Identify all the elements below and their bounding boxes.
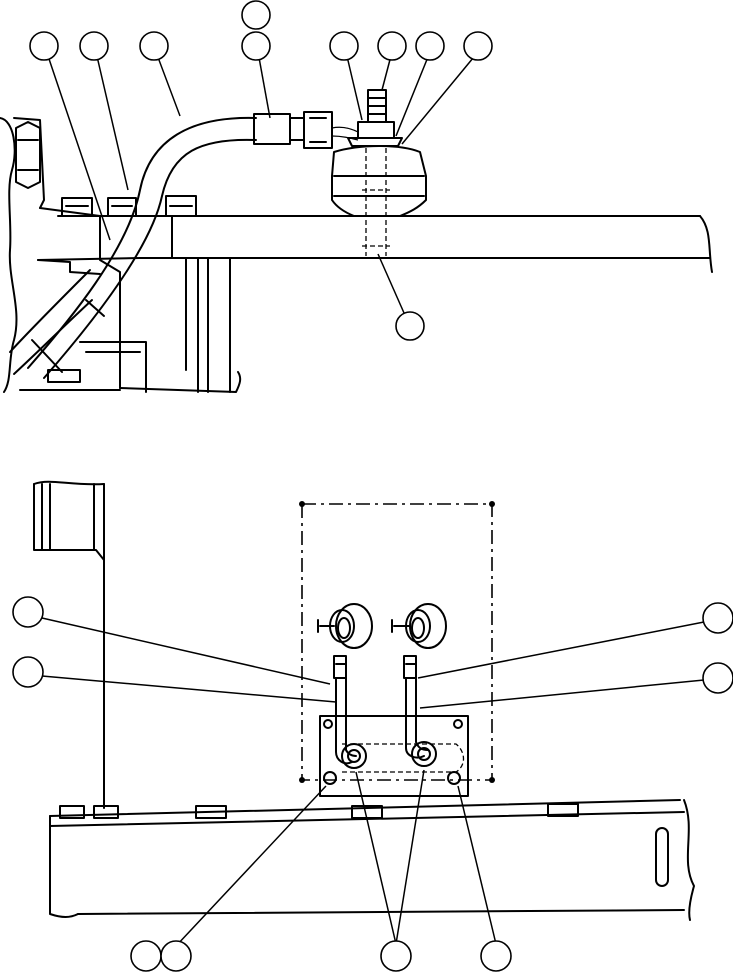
- callout-bubble: [12, 596, 44, 628]
- top-callouts: [29, 0, 493, 341]
- callout-bubble: [329, 31, 359, 61]
- bottom-view: [12, 480, 733, 972]
- switch-left: [317, 603, 373, 649]
- mounting-block: [319, 715, 469, 797]
- callout-bubble: [29, 31, 59, 61]
- lower-bracket: [19, 215, 242, 393]
- callout-bubble: [160, 940, 192, 972]
- callout-bubble: [130, 940, 162, 972]
- phantom-outline: [299, 501, 495, 783]
- switch-right: [391, 603, 447, 649]
- callout-bubble: [380, 940, 412, 972]
- callout-bubble: [377, 31, 407, 61]
- callout-bubble: [241, 0, 271, 30]
- vertical-channel: [33, 480, 105, 809]
- lower-rail: [49, 799, 695, 921]
- frame-rail: [37, 207, 713, 273]
- hose-top: [9, 111, 359, 379]
- callout-bubble: [12, 656, 44, 688]
- callout-bubble: [480, 940, 512, 972]
- callout-bubble: [463, 31, 493, 61]
- bottom-leaders: [41, 617, 705, 947]
- left-casting: [0, 117, 101, 393]
- pressure-switch: [331, 89, 427, 256]
- bottom-callouts: [12, 596, 733, 972]
- callout-bubble: [702, 602, 733, 634]
- hoses-bottom: [333, 655, 429, 765]
- callout-bubble: [79, 31, 109, 61]
- callout-bubble: [415, 31, 445, 61]
- callout-bubble: [395, 311, 425, 341]
- top-view: [0, 0, 713, 393]
- callout-bubble: [241, 31, 271, 61]
- callout-bubble: [139, 31, 169, 61]
- callout-bubble: [702, 662, 733, 694]
- top-leaders: [45, 49, 479, 323]
